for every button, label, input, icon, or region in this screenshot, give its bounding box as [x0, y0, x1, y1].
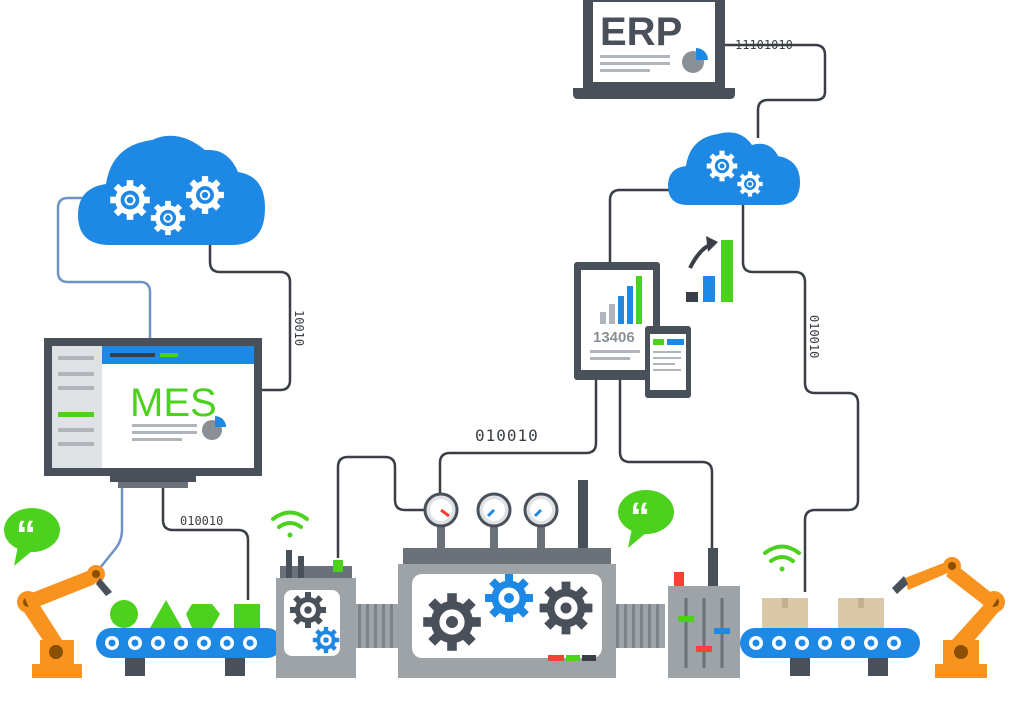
tablet-icon: 13406 — [574, 262, 660, 380]
svg-text:“: “ — [16, 513, 36, 557]
gauge-icon — [423, 492, 459, 550]
erp-label: ERP — [600, 10, 682, 54]
growth-bar-chart-icon — [686, 236, 733, 302]
phone-icon — [645, 326, 691, 398]
gauge-icon — [476, 492, 512, 550]
gear-icon — [290, 592, 326, 628]
chat-bubble-left-icon: “ — [4, 508, 60, 566]
mes-label: MES — [130, 381, 217, 425]
gauge-icon — [523, 492, 559, 550]
machine-left-icon — [276, 550, 404, 678]
gear-icon — [485, 574, 533, 622]
wifi-icon — [271, 510, 309, 538]
erp-laptop-icon: ERP — [573, 0, 735, 99]
main-machine-icon — [398, 480, 665, 678]
robot-arm-left-icon — [17, 565, 112, 678]
connection-wires — [56, 43, 860, 600]
tablet-bar-chart — [600, 276, 642, 324]
chat-bubble-right-icon: “ — [618, 490, 674, 548]
binary-erp-link: 11101010 — [735, 38, 793, 52]
box-icon — [762, 598, 884, 628]
robot-arm-right-icon — [892, 557, 1005, 678]
mes-monitor-icon: MES — [44, 338, 262, 488]
svg-text:“: “ — [630, 495, 650, 539]
gear-icon — [540, 582, 593, 635]
wifi-icon — [763, 544, 801, 572]
product-shapes — [110, 600, 260, 628]
machine-right-icon — [668, 548, 740, 678]
binary-cloud-right-link: 010010 — [807, 315, 821, 358]
gear-icon — [423, 593, 481, 651]
binary-cloud-mes-link: 10010 — [292, 310, 306, 346]
conveyor-belt-left-icon — [96, 628, 282, 676]
binary-mes-conveyor-link: 010010 — [180, 514, 223, 528]
cloud-right-icon — [668, 132, 800, 205]
cloud-left-icon — [78, 135, 265, 245]
conveyor-belt-right-icon — [740, 628, 920, 676]
binary-tablet-machine-link: 010010 — [475, 426, 539, 445]
gear-icon — [310, 624, 342, 656]
tablet-metric: 13406 — [593, 329, 635, 346]
